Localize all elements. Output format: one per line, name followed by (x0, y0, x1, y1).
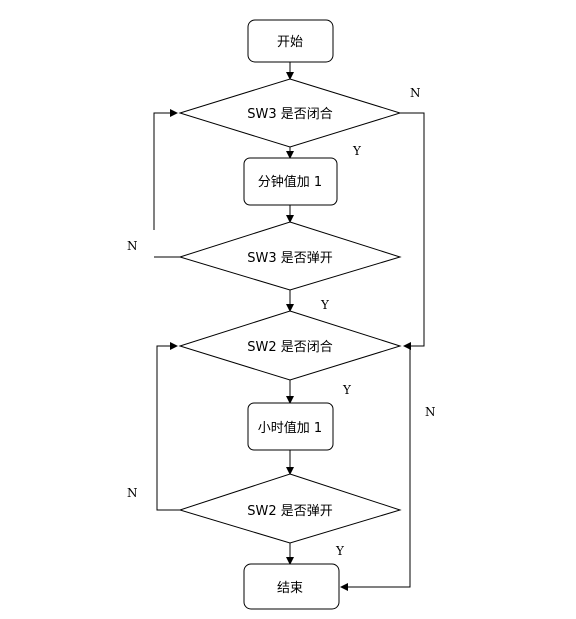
edge-sw3-open-no-return (153, 109, 178, 230)
decision-sw3-open-label: SW3 是否弹开 (247, 251, 333, 266)
label-sw2-open-yes: Y (335, 544, 345, 558)
edge-sw2-closed-no (340, 345, 411, 591)
label-sw3-open-yes: Y (320, 298, 330, 312)
decision-sw3-closed: SW3 是否闭合 (178, 78, 402, 148)
label-sw3-closed-no: N (410, 86, 421, 100)
process-minute-inc-label: 分钟值加 1 (258, 174, 322, 190)
node-end-label: 结束 (277, 581, 303, 596)
label-sw3-closed-yes: Y (352, 144, 362, 158)
edge-sw2-open-no-loop (156, 342, 180, 511)
edges (153, 62, 425, 591)
decision-sw2-open: SW2 是否弹开 (178, 473, 402, 544)
edge-sw3-closed-no (400, 112, 425, 350)
node-end: 结束 (243, 563, 340, 610)
decision-sw3-open: SW3 是否弹开 (178, 221, 402, 291)
decision-sw2-closed: SW2 是否闭合 (178, 310, 402, 381)
label-sw2-closed-no: N (425, 405, 436, 419)
decision-sw3-closed-label: SW3 是否闭合 (247, 107, 333, 122)
process-minute-inc: 分钟值加 1 (243, 157, 338, 206)
label-sw3-open-no: N (127, 239, 138, 253)
process-hour-inc: 小时值加 1 (247, 402, 334, 451)
decision-sw2-open-label: SW2 是否弹开 (247, 504, 333, 519)
edge-labels: N Y N Y N Y N Y (127, 86, 436, 558)
decision-sw2-closed-label: SW2 是否闭合 (247, 340, 333, 355)
label-sw2-open-no: N (127, 486, 138, 500)
node-start: 开始 (247, 19, 334, 63)
label-sw2-closed-yes: Y (342, 383, 352, 397)
process-hour-inc-label: 小时值加 1 (258, 420, 322, 436)
node-start-label: 开始 (277, 35, 303, 50)
